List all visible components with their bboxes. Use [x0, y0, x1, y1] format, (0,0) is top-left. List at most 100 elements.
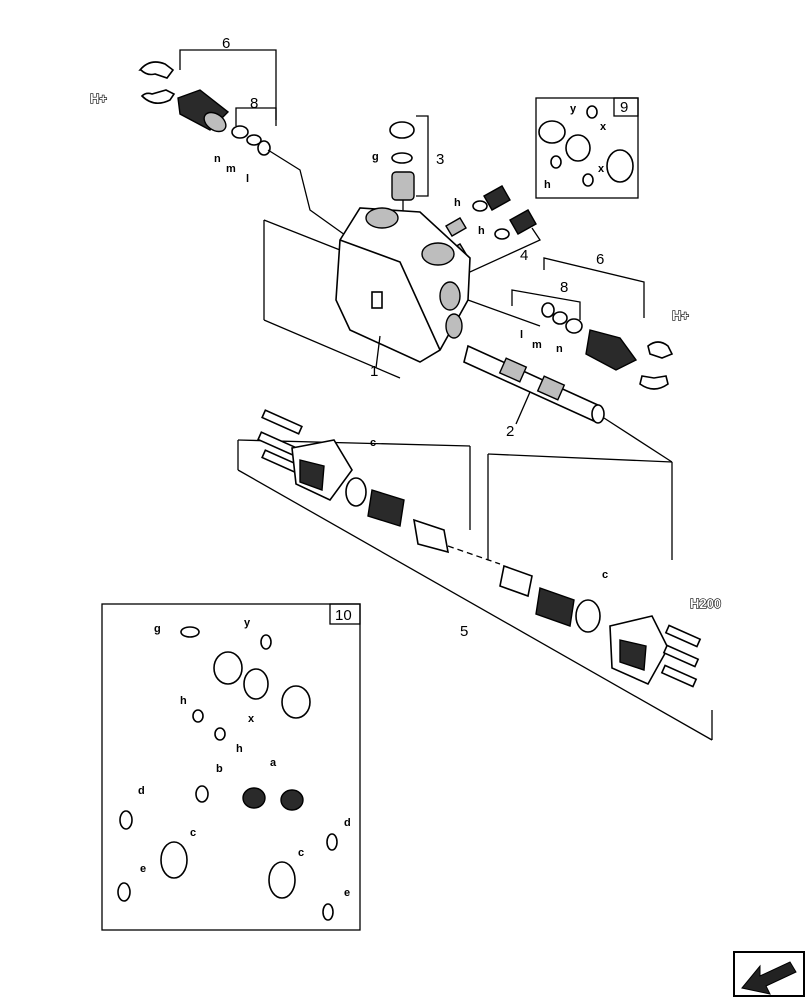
kit10-seal-d-left	[119, 810, 133, 830]
bolt-l1	[261, 409, 303, 435]
clip-left-lower	[140, 89, 176, 104]
body-port-top	[365, 207, 399, 229]
spool-2[interactable]: 2	[463, 344, 673, 463]
seal-m-right	[552, 311, 568, 325]
body-bracket-top	[263, 219, 341, 251]
kit-10-tag	[329, 603, 361, 625]
kit10-letter-e-left: e	[140, 863, 146, 875]
bolts-right	[660, 624, 702, 688]
seal-kit-10[interactable]: 10 g y x h h a b d d c c e e	[101, 603, 361, 931]
check-oring-1	[472, 200, 488, 212]
valve-label-h-plus-left: H+	[90, 91, 107, 106]
kit10-seal-g	[180, 626, 200, 638]
kit10-seal-e-right	[322, 903, 334, 921]
check-oring-2	[494, 228, 510, 240]
cartridge-right	[585, 329, 638, 371]
kit-9-tag	[613, 97, 639, 117]
end-cap-right-ribs	[619, 639, 647, 671]
body-port-side	[439, 281, 461, 311]
kit10-letter-g: g	[154, 623, 161, 635]
letter-l-left: l	[246, 173, 249, 185]
check-valves-4[interactable]: h h 4	[445, 185, 541, 273]
bracket5-bottom	[237, 469, 713, 741]
valve-label-h-plus-right: H+	[672, 308, 689, 323]
kit10-letter-y: y	[244, 617, 251, 629]
letter-c-right: c	[602, 569, 608, 581]
kit10-seal-y	[260, 634, 272, 650]
previous-page-arrow-icon[interactable]	[733, 951, 805, 997]
letter-h-check-2: h	[478, 225, 485, 237]
valve-label-h200: H200	[690, 596, 721, 611]
callout-8-right: 8	[560, 279, 568, 296]
spool-shaft	[463, 344, 601, 424]
callout-4: 4	[520, 247, 528, 264]
seal-n-right	[565, 318, 583, 334]
bracket-8-left	[235, 107, 277, 126]
kit9-seal-h2	[582, 173, 594, 187]
kit10-letter-e-right: e	[344, 887, 350, 899]
relief-valve-right[interactable]: 6 8 H+ l m n	[467, 251, 690, 390]
spool-end	[591, 404, 605, 424]
kit10-seal-h1	[192, 709, 204, 723]
valve-body-1[interactable]: 1	[263, 207, 471, 380]
relief-valve-left[interactable]: 6 8 H+ n m l	[89, 35, 346, 236]
kit10-letter-a: a	[270, 757, 277, 769]
kit10-seal-x2	[243, 668, 269, 700]
seal-l-left	[257, 140, 271, 156]
leader-to-body-right	[467, 299, 541, 327]
kit9-seal-h1	[550, 155, 562, 169]
check-spring-1	[483, 185, 511, 211]
kit10-seal-a2	[280, 789, 304, 811]
seal-kit-9[interactable]: 9 y x x h	[535, 97, 639, 199]
kit9-letter-x-top: x	[600, 121, 607, 133]
clip-right-lower	[639, 375, 669, 390]
bolts-left	[257, 409, 303, 475]
callout-3: 3	[436, 151, 444, 168]
letter-n-right: n	[556, 343, 563, 355]
kit10-letter-x: x	[248, 713, 255, 725]
cartridge-left-end	[203, 111, 227, 133]
clip-left-upper	[138, 61, 175, 79]
letter-l-right: l	[520, 329, 523, 341]
body-bracket-bottom	[263, 319, 401, 379]
letter-n-left: n	[214, 153, 221, 165]
leader-to-body-left	[267, 149, 346, 236]
kit9-letter-h: h	[544, 179, 551, 191]
kit10-seal-b	[195, 785, 209, 803]
callout-8-left: 8	[250, 95, 258, 112]
oring-c-right	[575, 599, 601, 633]
bolt-r2	[662, 644, 700, 668]
kit-9-number: 9	[620, 99, 628, 116]
kit10-seal-a1	[242, 787, 266, 809]
kit10-letter-h-top: h	[180, 695, 187, 707]
body-port-a	[421, 242, 455, 266]
seal-n-left	[231, 125, 249, 139]
spool-land-1	[498, 357, 528, 383]
spool-axis-line	[603, 417, 673, 463]
callout-6-right: 6	[596, 251, 604, 268]
end-cap-left-ribs	[299, 459, 325, 491]
kit10-seal-c-left	[160, 841, 188, 879]
body-port-spool	[445, 313, 463, 339]
seal-m-left	[246, 134, 262, 146]
kit9-letter-y: y	[570, 103, 577, 115]
kit9-seal-x1	[538, 120, 566, 144]
clip-right-upper	[647, 341, 674, 359]
bolt-r1	[664, 624, 702, 648]
letter-g-plug: g	[372, 151, 379, 163]
kit10-letter-b: b	[216, 763, 223, 775]
callout-5: 5	[460, 623, 468, 640]
kit10-seal-x1	[213, 651, 243, 685]
kit10-letter-c-left: c	[190, 827, 196, 839]
kit9-letter-x-bottom: x	[598, 163, 605, 175]
letter-m-right: m	[532, 339, 542, 351]
spring-assembly-5[interactable]: 5 c c H200	[237, 409, 722, 741]
seal-l-right	[541, 302, 555, 318]
kit9-seal-y	[586, 105, 598, 119]
kit10-letter-h-bottom: h	[236, 743, 243, 755]
bracket-6-left	[179, 49, 277, 120]
plug-assembly-3[interactable]: 3 g	[372, 115, 444, 230]
body-slot	[371, 291, 383, 309]
spring-seat-left	[412, 518, 450, 554]
